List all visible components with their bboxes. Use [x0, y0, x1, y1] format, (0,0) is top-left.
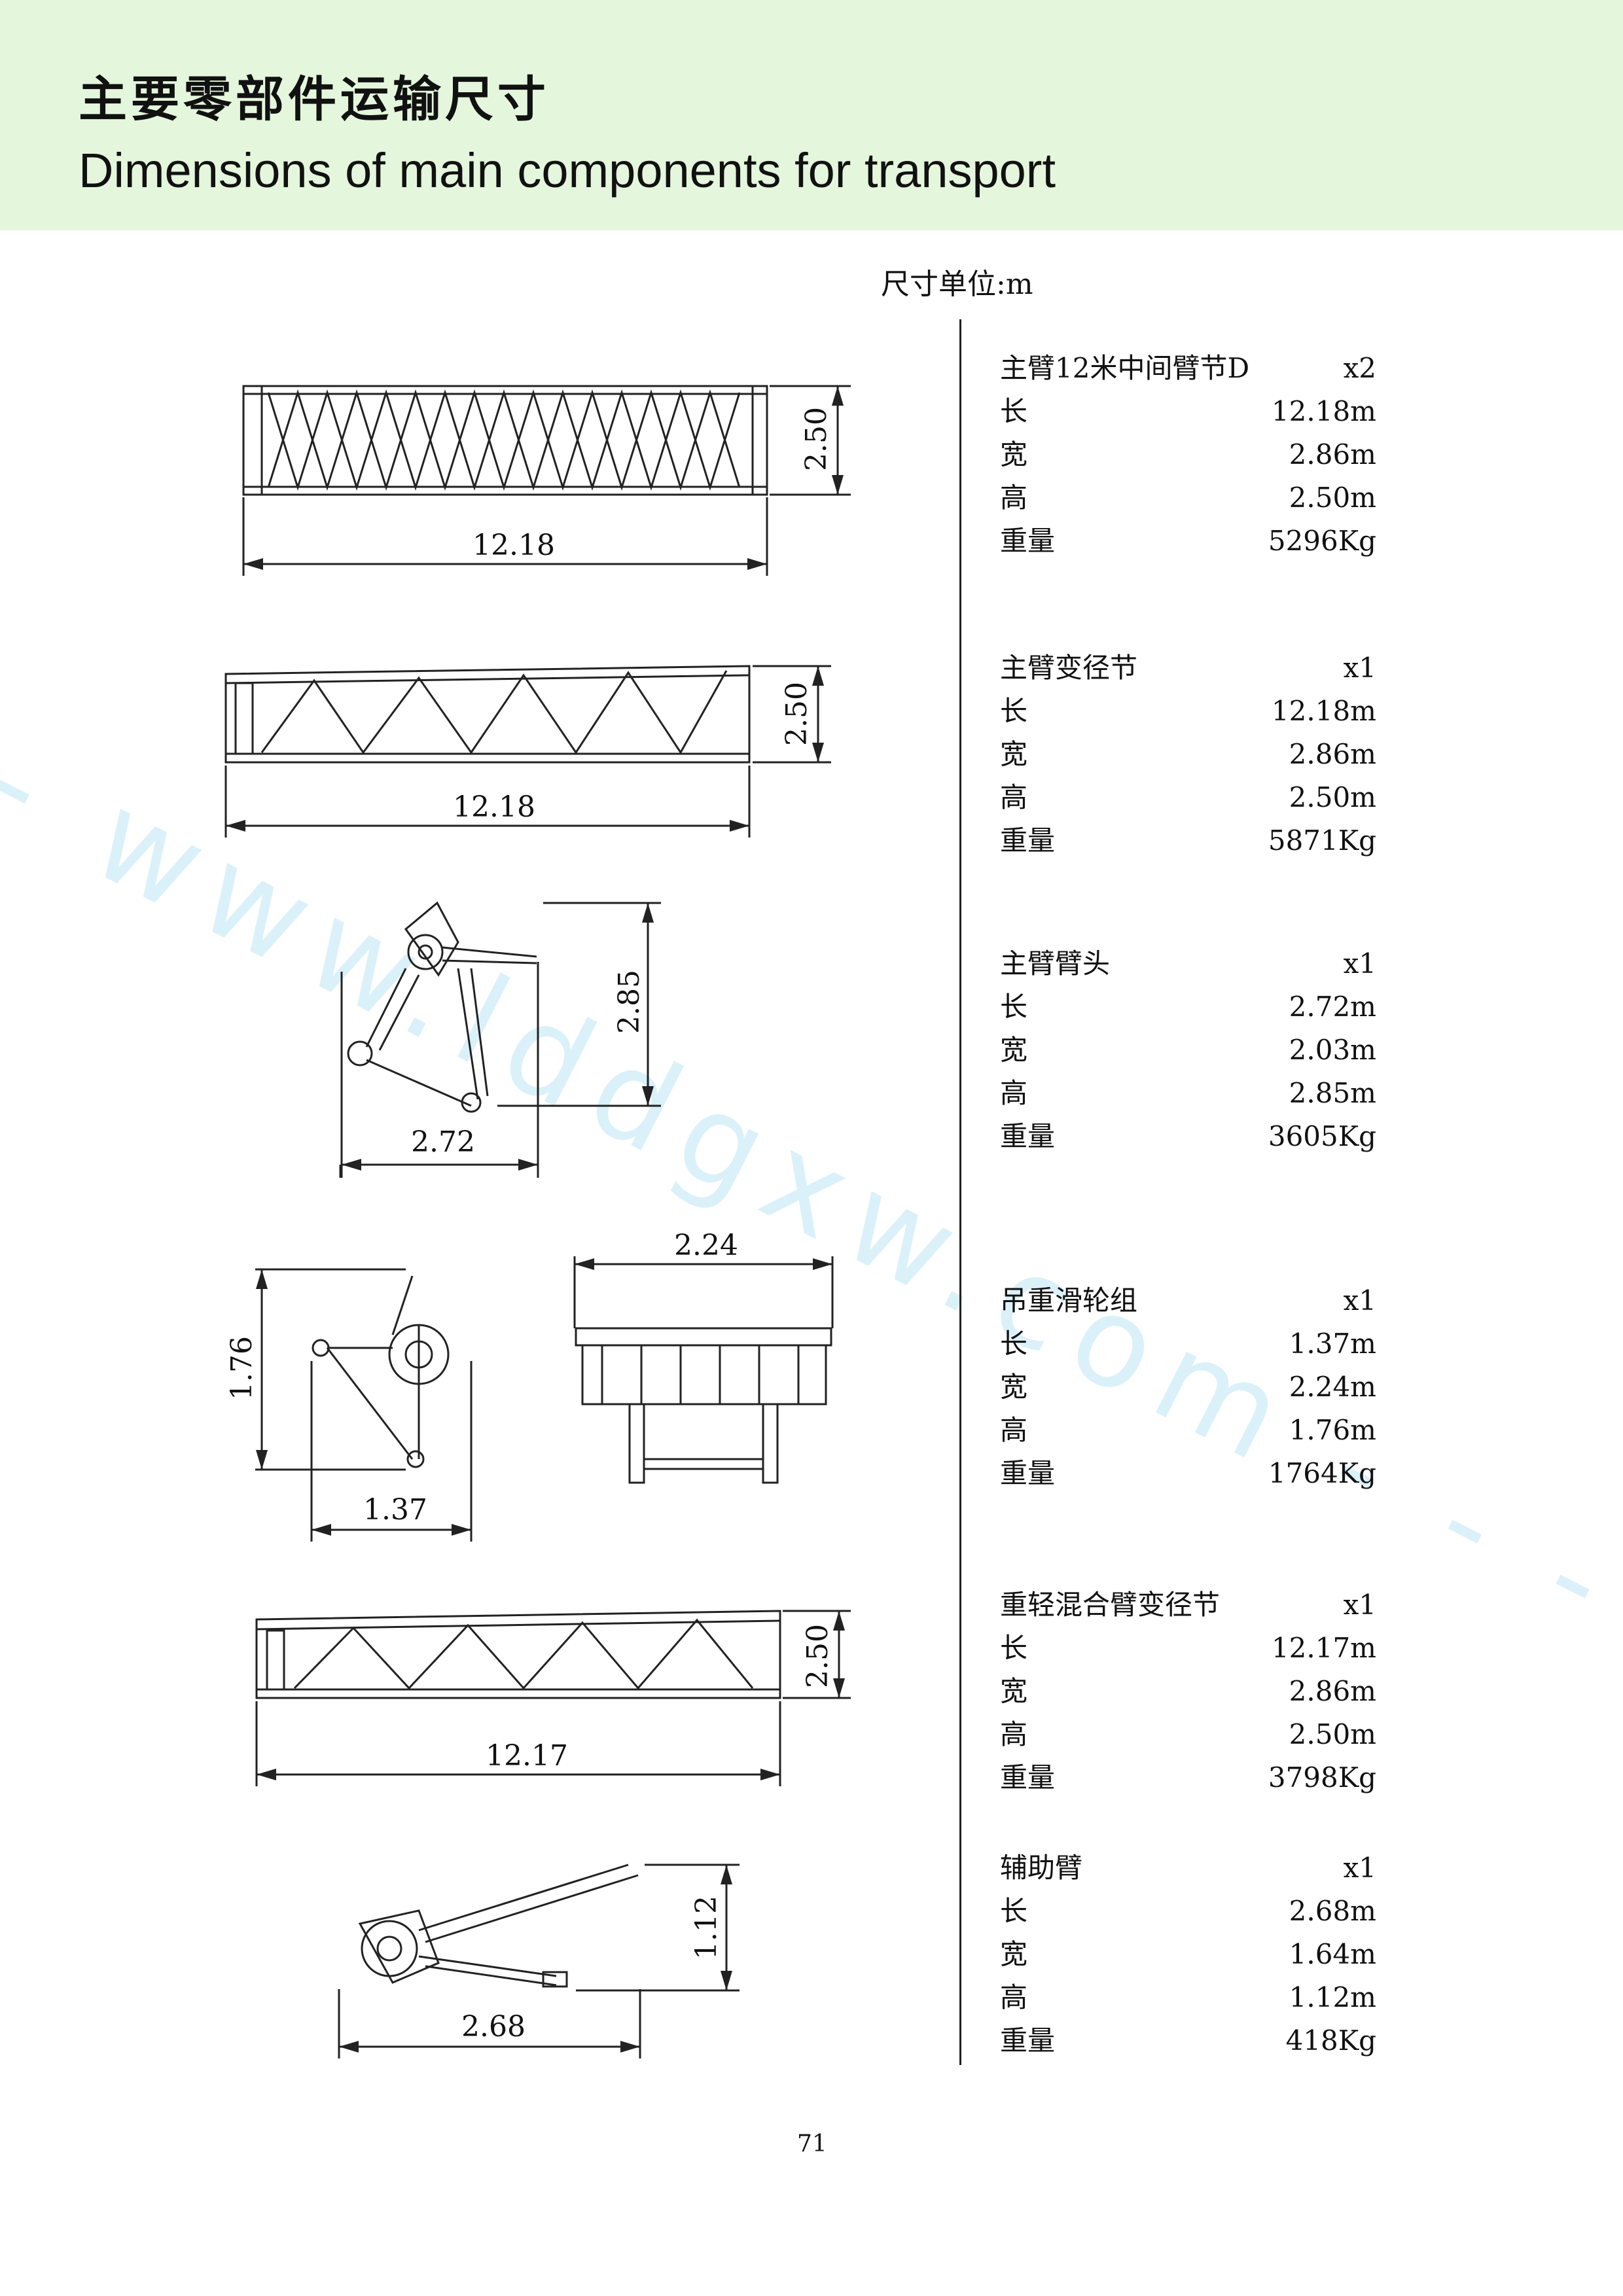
- drawing-mixed-boom-taper: [255, 1610, 851, 1786]
- spec-value: 1.64m: [1289, 1938, 1376, 1970]
- spec-name: 辅助臂: [1000, 1852, 1083, 1884]
- spec-label: 重量: [1000, 2024, 1056, 2057]
- page-title-en: Dimensions of main components for transp…: [79, 143, 1056, 198]
- column-divider: [959, 319, 961, 2065]
- spec-name: 吊重滑轮组: [1000, 1284, 1138, 1316]
- spec-value: 1764Kg: [1268, 1457, 1376, 1489]
- spec-name: 主臂臂头: [1000, 947, 1111, 980]
- spec-value: 3798Kg: [1268, 1761, 1376, 1793]
- spec-value: 2.03m: [1289, 1034, 1376, 1066]
- dim-label: 2.50: [780, 682, 813, 746]
- spec-qty: x1: [1343, 1284, 1376, 1316]
- spec-name: 重轻混合臂变径节: [1000, 1589, 1221, 1621]
- dim-label: 12.18: [453, 790, 535, 824]
- spec-label: 高: [1000, 1414, 1028, 1446]
- spec-label: 长: [1000, 991, 1028, 1023]
- spec-name: 主臂12米中间臂节D: [1000, 352, 1250, 384]
- spec-label: 宽: [1000, 1938, 1028, 1970]
- dim-label: 2.50: [801, 1624, 834, 1688]
- spec-value: 12.18m: [1271, 695, 1376, 727]
- spec-qty: x1: [1343, 1852, 1376, 1884]
- spec-block-4: 吊重滑轮组 x1 长 1.37m 宽 2.24m 高 1.76m 重量 1764Kg: [1000, 1279, 1376, 1495]
- dim-label: 1.76: [225, 1336, 259, 1400]
- spec-value: 5871Kg: [1268, 824, 1376, 857]
- spec-block-2: 主臂变径节 x1 长 12.18m 宽 2.86m 高 2.50m 重量 5871Kg: [1000, 646, 1376, 862]
- spec-value: 2.72m: [1289, 991, 1376, 1023]
- spec-label: 重量: [1000, 1761, 1056, 1793]
- dim-label: 1.12: [690, 1896, 723, 1960]
- drawing-hook-block-side: [255, 1268, 473, 1542]
- dim-label: 12.17: [486, 1739, 568, 1773]
- page-title-cn: 主要零部件运输尺寸: [79, 71, 550, 128]
- dim-label: 2.50: [800, 407, 833, 471]
- spec-label: 长: [1000, 695, 1028, 727]
- drawing-boom-head: [339, 901, 661, 1178]
- spec-value: 1.37m: [1289, 1328, 1376, 1360]
- spec-value: 2.86m: [1289, 1675, 1376, 1707]
- spec-value: 2.68m: [1289, 1895, 1376, 1927]
- spec-value: 3605Kg: [1268, 1120, 1376, 1152]
- spec-name: 主臂变径节: [1000, 652, 1138, 684]
- spec-value: 2.50m: [1289, 1718, 1376, 1750]
- spec-label: 重量: [1000, 1120, 1056, 1152]
- spec-qty: x1: [1343, 1589, 1376, 1621]
- spec-label: 高: [1000, 1077, 1028, 1109]
- header-band: [0, 0, 1623, 230]
- spec-value: 2.50m: [1289, 482, 1376, 514]
- spec-value: 418Kg: [1285, 2024, 1376, 2057]
- dim-label: 1.37: [363, 1493, 427, 1527]
- spec-label: 重量: [1000, 1457, 1056, 1489]
- spec-label: 长: [1000, 395, 1028, 427]
- dim-label: 2.85: [613, 970, 646, 1034]
- spec-qty: x2: [1343, 352, 1376, 384]
- spec-block-3: 主臂臂头 x1 长 2.72m 宽 2.03m 高 2.85m 重量 3605Kg: [1000, 942, 1376, 1158]
- spec-label: 宽: [1000, 738, 1028, 770]
- drawing-auxiliary-jib: [338, 1863, 740, 2058]
- drawing-boom-mid-section: [242, 385, 851, 576]
- spec-label: 重量: [1000, 824, 1056, 857]
- spec-label: 宽: [1000, 1371, 1028, 1403]
- spec-label: 长: [1000, 1632, 1028, 1664]
- dim-label: 2.68: [461, 2010, 526, 2043]
- spec-value: 2.85m: [1289, 1077, 1376, 1109]
- spec-label: 宽: [1000, 1675, 1028, 1707]
- spec-label: 长: [1000, 1328, 1028, 1360]
- spec-block-6: 辅助臂 x1 长 2.68m 宽 1.64m 高 1.12m 重量 418Kg: [1000, 1846, 1376, 2062]
- spec-value: 2.50m: [1289, 781, 1376, 813]
- spec-block-5: 重轻混合臂变径节 x1 长 12.17m 宽 2.86m 高 2.50m 重量 3798K…: [1000, 1583, 1376, 1799]
- drawing-boom-taper-section: [224, 665, 831, 838]
- spec-label: 重量: [1000, 525, 1056, 557]
- dim-label: 2.24: [674, 1229, 738, 1262]
- spec-value: 5296Kg: [1268, 525, 1376, 557]
- spec-label: 宽: [1000, 1034, 1028, 1066]
- spec-value: 12.17m: [1271, 1632, 1376, 1664]
- dim-label: 2.72: [411, 1125, 475, 1159]
- unit-label: 尺寸单位:m: [881, 268, 1033, 301]
- spec-qty: x1: [1343, 947, 1376, 980]
- spec-value: 1.76m: [1289, 1414, 1376, 1446]
- spec-label: 宽: [1000, 438, 1028, 470]
- spec-label: 高: [1000, 482, 1028, 514]
- spec-block-1: 主臂12米中间臂节D x2 长 12.18m 宽 2.86m 高 2.50m 重量 529…: [1000, 347, 1376, 563]
- spec-value: 12.18m: [1271, 395, 1376, 427]
- spec-label: 长: [1000, 1895, 1028, 1927]
- spec-value: 2.24m: [1289, 1371, 1376, 1403]
- spec-label: 高: [1000, 1718, 1028, 1750]
- spec-qty: x1: [1343, 652, 1376, 684]
- spec-value: 2.86m: [1289, 438, 1376, 470]
- spec-value: 2.86m: [1289, 738, 1376, 770]
- page-number: 71: [797, 2130, 827, 2157]
- drawing-hook-block-front: [573, 1256, 834, 1484]
- spec-value: 1.12m: [1289, 1981, 1376, 2013]
- spec-label: 高: [1000, 781, 1028, 813]
- spec-label: 高: [1000, 1981, 1028, 2013]
- dim-label: 12.18: [473, 529, 555, 562]
